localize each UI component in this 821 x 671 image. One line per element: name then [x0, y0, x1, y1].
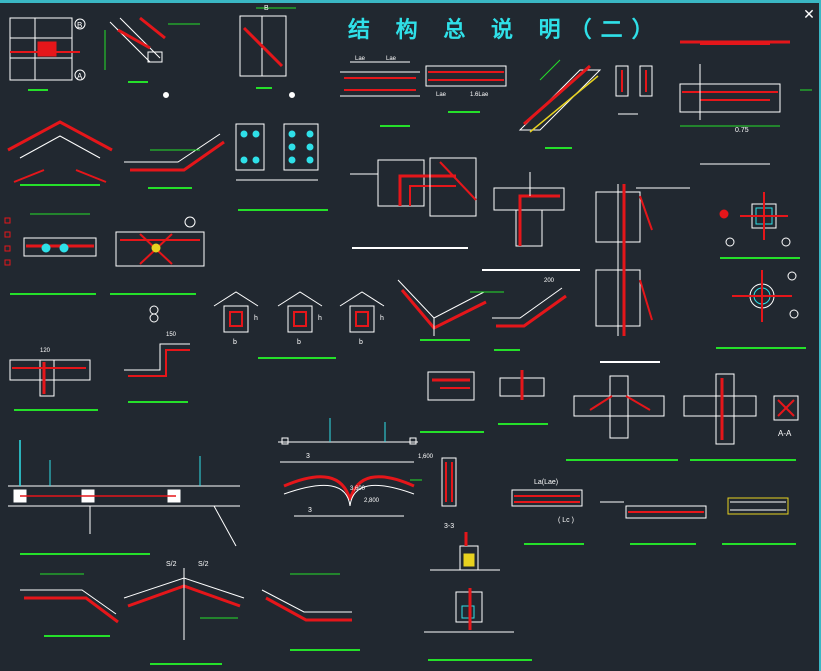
detail-roof-ridge	[7, 120, 113, 186]
label-section-33: 3-3	[444, 523, 454, 530]
detail-slab-step: 150	[124, 332, 190, 403]
detail-column-tall	[595, 184, 690, 363]
detail-frame-joint	[350, 157, 477, 249]
window-right-border	[819, 0, 821, 671]
label-circle-b: B	[77, 21, 82, 30]
detail-column-square-section	[719, 192, 800, 259]
label-la-lae: La(Lae)	[534, 479, 558, 486]
detail-beam-step-1: 120	[9, 348, 98, 411]
detail-section-33: 3-3	[424, 523, 532, 661]
detail-column-1600: 1,600	[418, 454, 457, 507]
detail-inclined-beam: 200	[492, 278, 567, 351]
detail-column-sections	[615, 65, 653, 115]
detail-column-grid: B A	[9, 17, 86, 91]
detail-sloped-bars-2	[261, 573, 360, 651]
drawing-title: 结 构 总 说 明（二）	[348, 18, 663, 43]
detail-sloped-bars-1	[20, 573, 119, 637]
label-a-a: A-A	[778, 429, 792, 438]
detail-beam-stirrups	[420, 370, 548, 433]
label-dim-075: 0.75	[735, 127, 749, 134]
detail-round-column	[716, 270, 806, 349]
detail-lap-splice-lae: La(Lae) ( Lc )	[511, 479, 584, 545]
detail-column-cross	[566, 375, 678, 461]
label-b2: b	[297, 339, 301, 346]
detail-ridge-s2: S/2 S/2	[123, 561, 245, 665]
detail-tee-joint	[482, 172, 580, 271]
label-h2: h	[318, 315, 322, 322]
label-dim-200: 200	[544, 278, 555, 284]
detail-beam-diagonal-bars	[110, 216, 205, 295]
detail-long-frame	[8, 440, 240, 555]
detail-beam-openings	[4, 213, 97, 295]
label-dim-120: 120	[40, 348, 51, 354]
label-lae-4: 1.6Lae	[470, 92, 489, 98]
label-dim-150: 150	[166, 332, 177, 338]
label-b1: b	[233, 339, 237, 346]
close-icon[interactable]: ✕	[803, 6, 815, 22]
detail-opening-lintels: b h b h b h	[149, 291, 385, 359]
label-dim-2800: 2,800	[364, 498, 380, 504]
detail-column-ties	[235, 123, 328, 211]
svg-text:B: B	[264, 5, 269, 12]
detail-diagonal-joint-1	[104, 16, 200, 83]
detail-column-aa: A-A	[683, 373, 799, 461]
detail-lap-splice: Lae Lae Lae 1.6Lae	[340, 56, 507, 127]
label-lae-3: Lae	[436, 92, 447, 98]
label-dim-3600: 3,600	[350, 486, 366, 492]
detail-diagonal-joint-2: B	[163, 5, 296, 98]
label-dim-1600: 1,600	[418, 454, 434, 460]
label-circle-a: A	[77, 72, 83, 81]
detail-arch-beam: 3 3 3,600 2,800	[278, 418, 422, 517]
detail-stair-slab	[518, 59, 602, 149]
label-h3: h	[380, 315, 384, 322]
label-lae-2: Lae	[386, 56, 397, 62]
label-s2-left: S/2	[166, 561, 177, 568]
label-h1: h	[254, 315, 258, 322]
window-top-border	[0, 0, 821, 3]
detail-v-beam	[397, 279, 504, 341]
label-lc: ( Lc )	[558, 517, 574, 524]
label-n3b: 3	[308, 507, 312, 514]
label-n3: 3	[306, 453, 310, 460]
label-s2-right: S/2	[198, 561, 209, 568]
detail-hatched-slab	[722, 497, 796, 545]
detail-sloped-beam	[124, 133, 225, 189]
label-lae-1: Lae	[355, 56, 366, 62]
detail-beam-strip	[600, 501, 707, 545]
label-b3: b	[359, 339, 363, 346]
detail-cantilever-beam: 0.75	[679, 40, 812, 165]
